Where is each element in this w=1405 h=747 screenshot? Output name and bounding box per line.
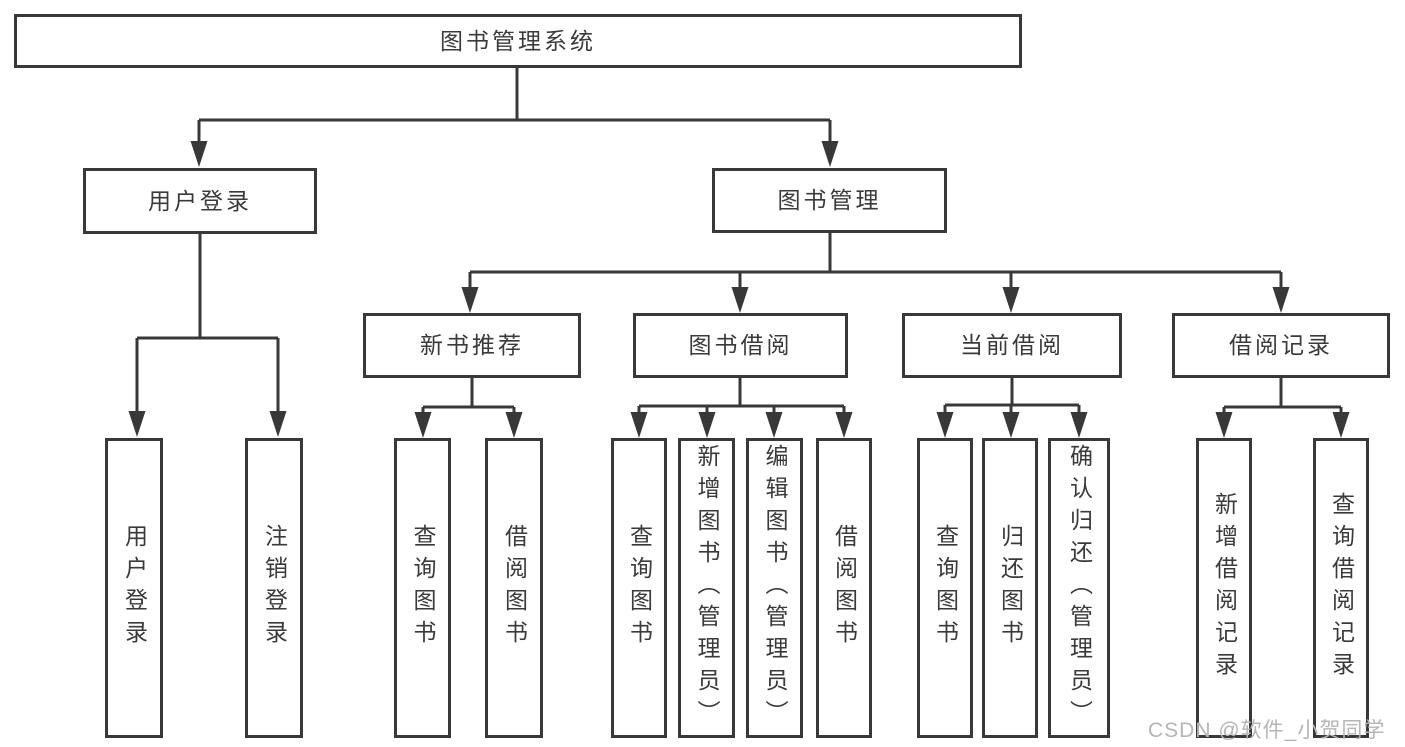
- leaf-borrow-books-recommend-label: 借阅图书: [501, 524, 528, 652]
- leaf-return-books-label: 归还图书: [997, 524, 1024, 652]
- leaf-return-books: 归还图书: [982, 438, 1038, 738]
- node-current-borrowing-label: 当前借阅: [960, 332, 1064, 358]
- node-borrowing-records: 借阅记录: [1172, 313, 1390, 378]
- leaf-query-books-borrowing: 查询图书: [611, 438, 667, 738]
- node-book-borrowing-label: 图书借阅: [688, 332, 793, 358]
- leaf-borrow-books-borrowing: 借阅图书: [816, 438, 872, 738]
- leaf-query-books-recommend-label: 查询图书: [410, 524, 436, 652]
- node-book-borrowing: 图书借阅: [633, 313, 848, 378]
- leaf-borrow-books-recommend: 借阅图书: [485, 438, 543, 738]
- leaf-logout-label: 注销登录: [261, 524, 288, 652]
- node-book-management: 图书管理: [712, 168, 947, 233]
- leaf-add-books-admin-label: 新增图书（管理员）: [694, 444, 720, 732]
- leaf-query-borrow-record: 查询借阅记录: [1313, 438, 1369, 738]
- node-book-management-label: 图书管理: [777, 187, 882, 213]
- watermark: CSDN @软件_小贺同学: [1148, 719, 1386, 742]
- leaf-query-books-current: 查询图书: [917, 438, 973, 738]
- node-root: 图书管理系统: [14, 14, 1022, 68]
- leaf-query-borrow-record-label: 查询借阅记录: [1328, 492, 1355, 684]
- leaf-edit-books-admin: 编辑图书（管理员）: [746, 438, 803, 738]
- leaf-edit-books-admin-label: 编辑图书（管理员）: [762, 444, 788, 732]
- leaf-query-books-recommend: 查询图书: [394, 438, 451, 738]
- node-root-label: 图书管理系统: [440, 27, 596, 54]
- node-new-book-recommendation: 新书推荐: [363, 313, 581, 378]
- node-new-book-recommendation-label: 新书推荐: [420, 332, 524, 358]
- leaf-logout: 注销登录: [245, 438, 303, 738]
- leaf-query-books-borrowing-label: 查询图书: [626, 524, 653, 652]
- leaf-user-login: 用户登录: [105, 438, 163, 738]
- node-user-login: 用户登录: [83, 168, 317, 234]
- leaf-add-borrow-record: 新增借阅记录: [1196, 438, 1252, 738]
- leaf-add-borrow-record-label: 新增借阅记录: [1211, 492, 1238, 684]
- node-borrowing-records-label: 借阅记录: [1229, 332, 1333, 358]
- node-current-borrowing: 当前借阅: [902, 313, 1122, 378]
- leaf-borrow-books-borrowing-label: 借阅图书: [831, 524, 858, 652]
- leaf-confirm-return-admin-label: 确认归还（管理员）: [1066, 444, 1093, 732]
- node-user-login-label: 用户登录: [148, 187, 252, 214]
- leaf-query-books-current-label: 查询图书: [932, 524, 959, 652]
- leaf-add-books-admin: 新增图书（管理员）: [678, 438, 735, 738]
- leaf-confirm-return-admin: 确认归还（管理员）: [1048, 438, 1110, 738]
- leaf-user-login-label: 用户登录: [121, 524, 148, 652]
